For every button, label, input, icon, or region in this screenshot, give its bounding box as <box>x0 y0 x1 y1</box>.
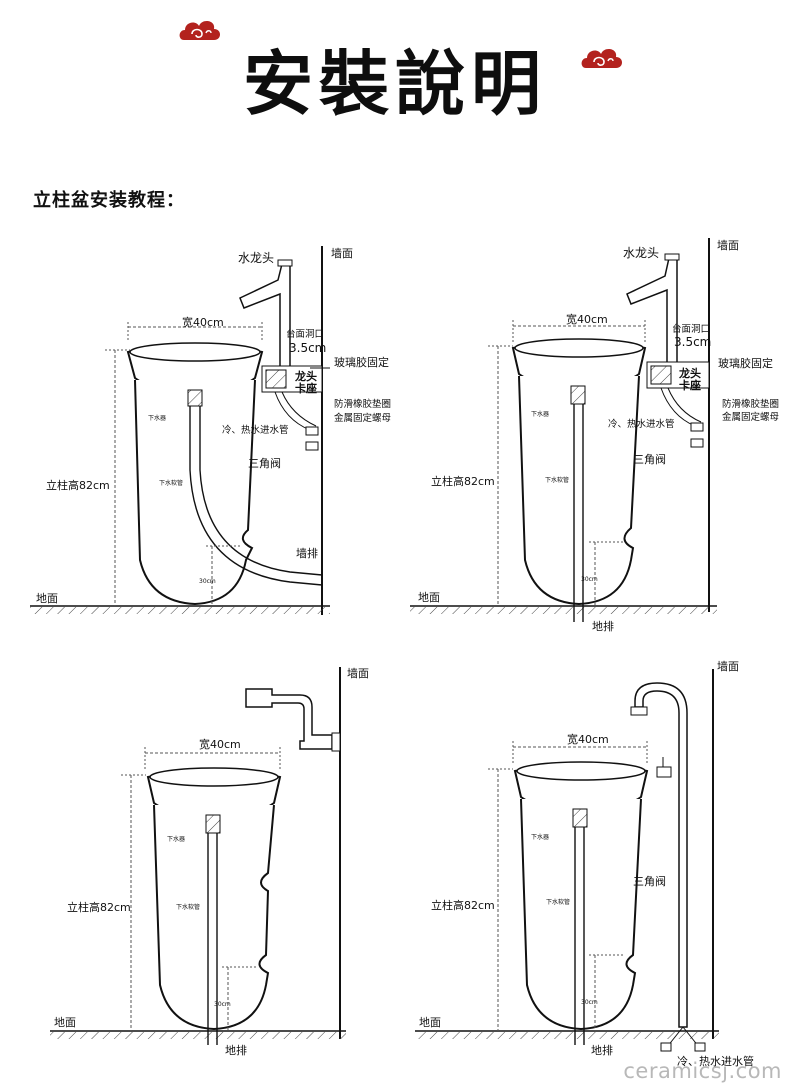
diagram-floor-drain-counter <box>410 238 717 622</box>
diagram-floor-faucet <box>415 669 719 1052</box>
label-floor-drain: 地排 <box>592 620 614 633</box>
label-wall: 墙面 <box>717 660 739 673</box>
label-glue: 玻璃胶固定 <box>718 357 773 370</box>
label-faucet: 水龙头 <box>623 246 660 260</box>
label-mount: 龙头 <box>679 367 701 380</box>
label-nut: 金属固定螺母 <box>722 412 780 423</box>
label-hole-size: 3.5cm <box>289 341 327 355</box>
pedestal-body <box>518 375 640 606</box>
label-gasket: 防滑橡胶垫圈 <box>334 399 392 410</box>
panel-floor-drain-counter: 水龙头 墙面 宽40cm 台面洞口 3.5cm 玻璃胶固定 龙头 卡座 防滑橡胶… <box>395 230 790 640</box>
label-nut: 金属固定螺母 <box>334 413 392 424</box>
label-valve: 三角阀 <box>248 457 281 470</box>
label-wall: 墙面 <box>347 667 369 680</box>
label-wall-drain: 墙排 <box>296 547 318 560</box>
label-column: 立柱高82cm <box>67 901 131 914</box>
label-mount2: 卡座 <box>679 379 701 392</box>
floor-faucet <box>634 682 688 1028</box>
label-glue: 玻璃胶固定 <box>334 356 389 369</box>
label-height30: 30cm <box>199 578 216 585</box>
label-width: 宽40cm <box>182 316 224 329</box>
right-cloud-icon <box>581 48 622 68</box>
label-drain-fitting: 下水器 <box>167 836 186 843</box>
diagram-wall-drain <box>30 246 330 615</box>
drain-hose <box>189 406 323 586</box>
label-drain-fitting: 下水器 <box>531 411 550 418</box>
label-column: 立柱高82cm <box>46 479 110 492</box>
label-column: 立柱高82cm <box>431 475 495 488</box>
label-ground: 地面 <box>418 591 440 604</box>
label-mount2: 卡座 <box>295 382 317 395</box>
label-height30: 30cm <box>581 576 598 583</box>
label-ground: 地面 <box>36 592 58 605</box>
label-width: 宽40cm <box>567 733 609 746</box>
label-height30: 30cm <box>581 999 598 1006</box>
label-hose: 下水软管 <box>176 904 201 911</box>
panel-floor-faucet: 墙面 宽40cm 下水器 三角阀 立柱高82cm 下水软管 30cm 地面 地排… <box>395 655 790 1068</box>
label-faucet: 水龙头 <box>238 251 275 265</box>
label-floor-drain: 地排 <box>591 1044 613 1057</box>
label-pipes: 冷、热水进水管 <box>677 1055 754 1068</box>
label-drain-fitting: 下水器 <box>148 415 167 422</box>
label-valve: 三角阀 <box>633 453 666 466</box>
page-title: 安裝說明 <box>243 42 547 125</box>
label-ground: 地面 <box>54 1016 76 1029</box>
label-pipes: 冷、热水进水管 <box>608 419 675 430</box>
label-height30: 30cm <box>214 1001 231 1008</box>
label-hole: 台面洞口 <box>286 329 325 340</box>
label-gasket: 防滑橡胶垫圈 <box>722 399 780 410</box>
label-mount: 龙头 <box>295 370 317 383</box>
pedestal-body <box>520 798 642 1031</box>
label-column: 立柱高82cm <box>431 899 495 912</box>
wall-faucet <box>245 688 333 750</box>
label-wall: 墙面 <box>331 247 353 260</box>
label-hose: 下水软管 <box>545 477 570 484</box>
label-drain-fitting: 下水器 <box>531 834 550 841</box>
label-hole-size: 3.5cm <box>674 335 712 349</box>
label-width: 宽40cm <box>566 313 608 326</box>
pedestal-body <box>153 804 275 1031</box>
label-hole: 台面洞口 <box>672 324 711 335</box>
label-hose: 下水软管 <box>159 480 184 487</box>
label-valve: 三角阀 <box>633 875 666 888</box>
label-width: 宽40cm <box>199 738 241 751</box>
left-cloud-icon <box>179 20 220 40</box>
panel-wall-faucet: 墙面 宽40cm 下水器 立柱高82cm 下水软管 30cm 地面 地排 <box>0 655 395 1057</box>
panel-wall-drain: 水龙头 墙面 宽40cm 台面洞口 3.5cm 玻璃胶固定 龙头 卡座 防滑橡胶… <box>0 230 395 630</box>
pedestal-body <box>134 379 256 606</box>
label-pipes: 冷、热水进水管 <box>222 425 289 436</box>
diagram-wall-faucet <box>50 667 346 1045</box>
label-floor-drain: 地排 <box>225 1044 247 1057</box>
watermark: ceramicsj.com <box>623 1059 782 1083</box>
section-subtitle: 立柱盆安装教程： <box>33 190 185 211</box>
label-hose: 下水软管 <box>546 899 571 906</box>
label-wall: 墙面 <box>717 239 739 252</box>
label-ground: 地面 <box>419 1016 441 1029</box>
